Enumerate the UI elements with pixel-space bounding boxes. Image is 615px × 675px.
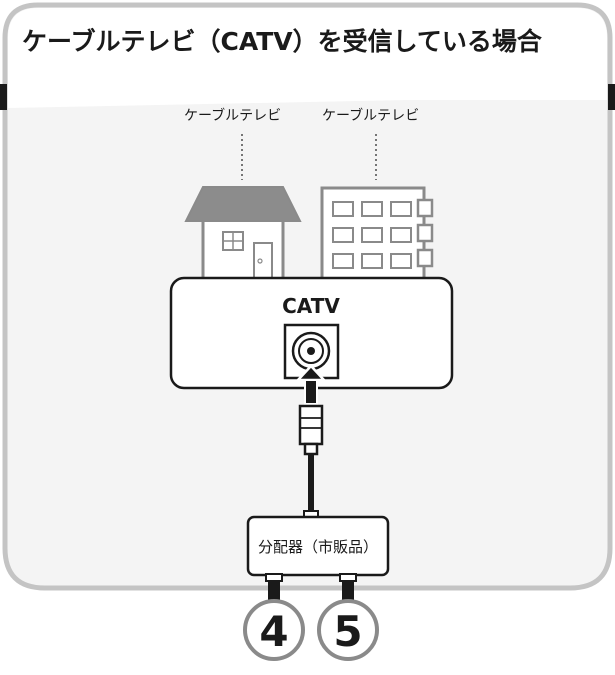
port-badge-5: 5 [317,599,379,661]
cable-tv-label-left: ケーブルテレビ [184,107,281,124]
header-area-fill [8,40,607,100]
catv-label: CATV [282,294,340,318]
apartment-building-icon [320,186,434,282]
splitter-output-right-connector [339,573,357,582]
port-number-4: 4 [259,607,288,656]
corner-marker-left [0,84,7,110]
coax-cable [308,454,314,512]
splitter-label: 分配器（市販品） [258,538,378,556]
cable-tv-label-right: ケーブルテレビ [322,107,419,124]
port-badge-4: 4 [243,599,305,661]
diagram-title: ケーブルテレビ（CATV）を受信している場合 [22,27,543,56]
arrow-up-icon [295,364,327,405]
corner-marker-right [608,84,615,110]
splitter-box [246,515,390,577]
splitter-output-left-connector [265,573,283,582]
coax-plug-icon [298,404,324,456]
house-icon [184,186,302,282]
port-number-5: 5 [333,607,362,656]
